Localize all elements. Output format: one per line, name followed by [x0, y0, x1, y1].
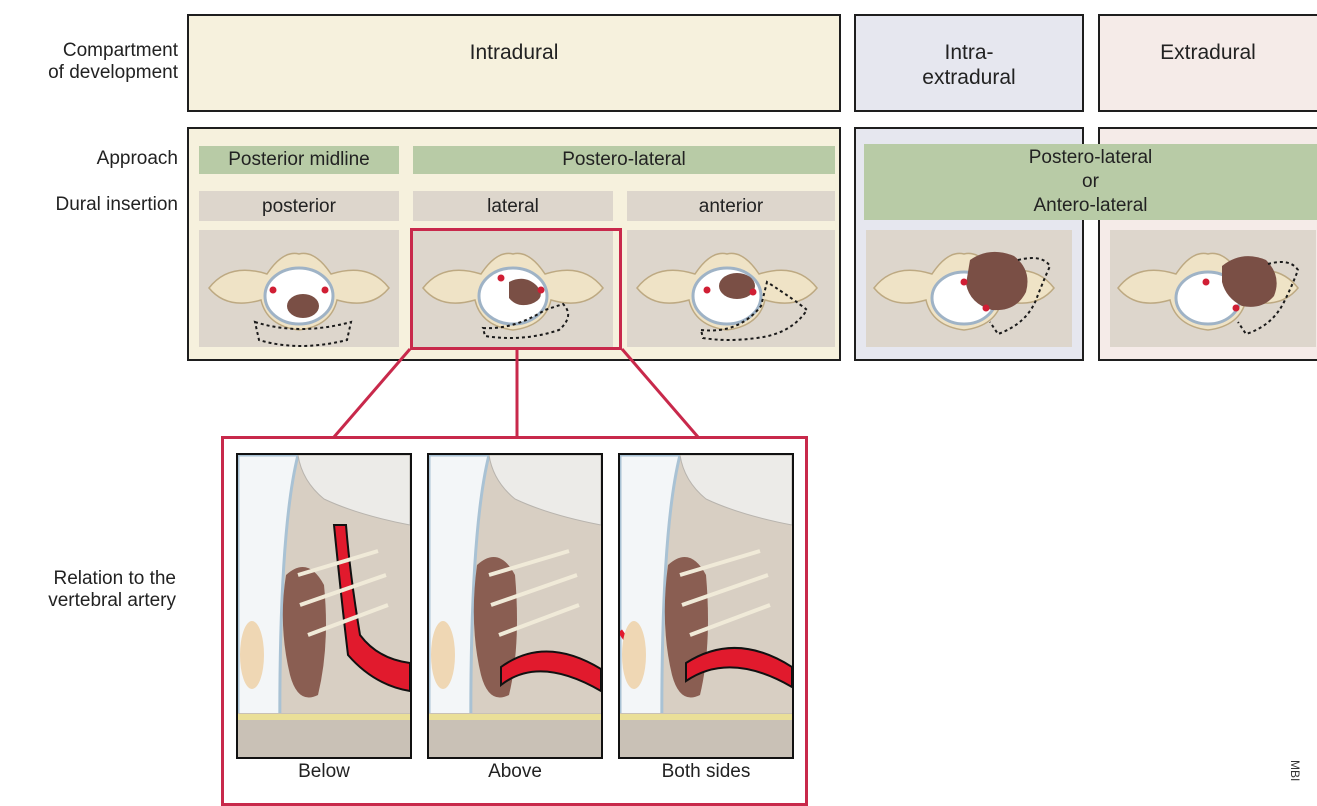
relation-caption-below: Below	[236, 761, 412, 783]
relation-panel-both-sides	[618, 453, 794, 759]
relation-panel-below	[236, 453, 412, 759]
relation-caption-above: Above	[427, 761, 603, 783]
sagittal-illustration	[620, 455, 792, 757]
sagittal-illustration	[429, 455, 601, 757]
watermark: MBI	[1288, 760, 1302, 781]
sagittal-illustration	[238, 455, 410, 757]
relation-caption-both-sides: Both sides	[618, 761, 794, 783]
vertebral-artery-relation-panel: Below Above Both sides	[221, 436, 808, 806]
relation-panel-above	[427, 453, 603, 759]
